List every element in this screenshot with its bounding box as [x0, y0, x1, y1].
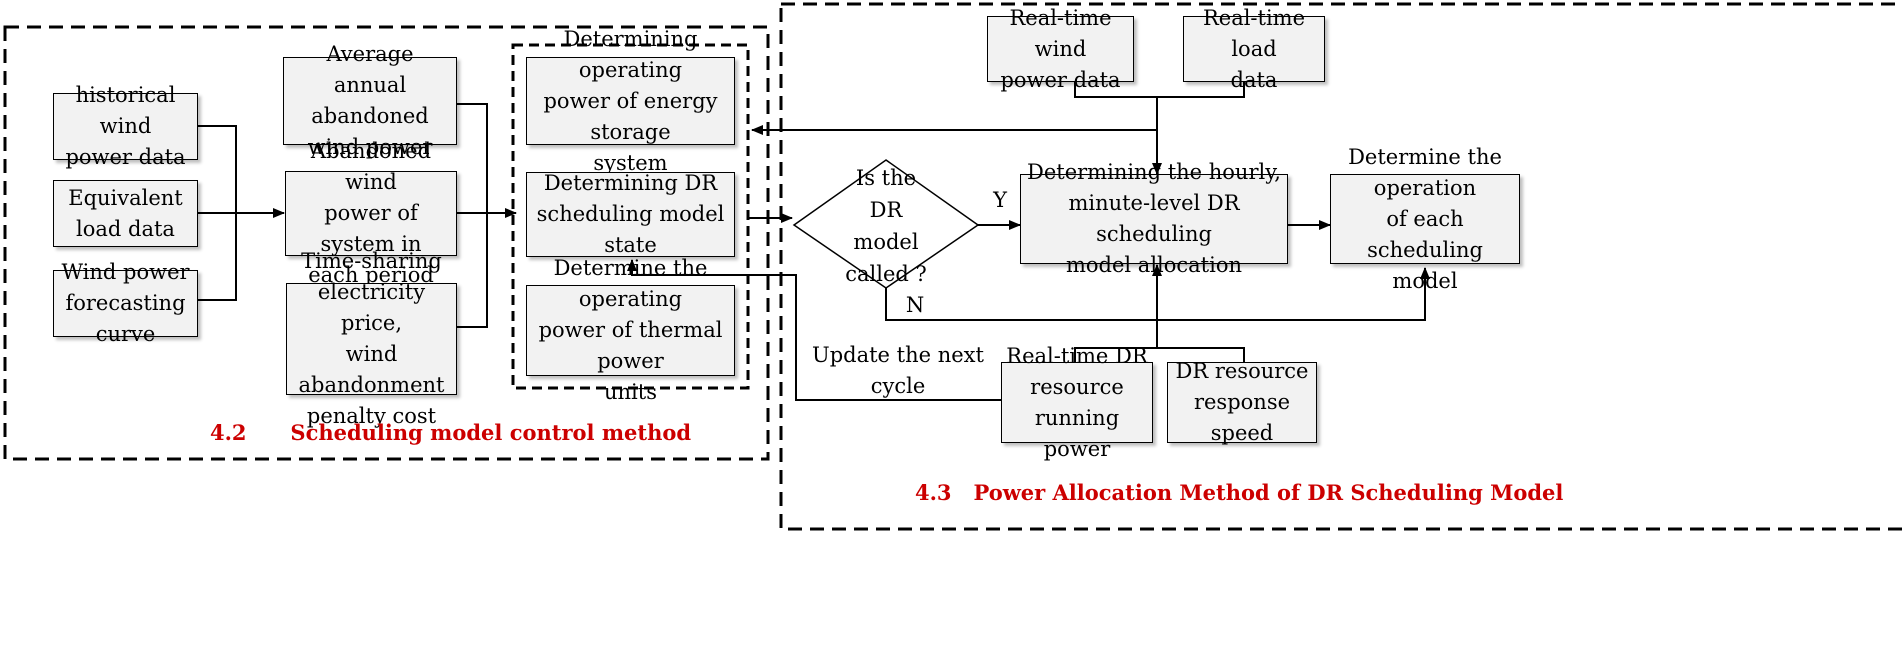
box-dr-response-speed-text: DR resource response speed — [1175, 359, 1309, 445]
feedback-label: Update the next cycle — [812, 343, 984, 398]
box-time-sharing-text: Time-sharing electricity price, wind aba… — [298, 249, 445, 428]
box-abandoned-system-text: Abandoned wind power of system in each p… — [308, 139, 434, 287]
group-frame-left — [3, 25, 770, 461]
connector-inputs-merge — [198, 125, 237, 301]
decision-question: Is the DR model called ? — [845, 166, 927, 286]
caption-scheduling-control: 4.2 Scheduling model control method — [210, 420, 692, 445]
box-average-annual-text: Average annual abandoned wind power — [307, 42, 433, 159]
box-energy-storage: Determining operating power of energy st… — [526, 27, 735, 175]
box-determine-operation: Determine the operation of each scheduli… — [1330, 145, 1520, 293]
box-hourly-allocation-text: Determining the hourly, minute-level DR … — [1027, 160, 1281, 277]
box-realtime-load-text: Real-time load data — [1202, 5, 1306, 92]
connector-realtime-merge — [1074, 82, 1245, 174]
box-realtime-wind-text: Real-time wind power data — [1000, 5, 1121, 92]
box-equivalent-load-text: Equivalent load data — [68, 185, 183, 241]
box-realtime-wind: Real-time wind power data — [987, 6, 1134, 92]
box-historical-wind: historical wind power data — [53, 83, 198, 169]
decision-yes-label: Y — [993, 188, 1007, 212]
box-dr-state-text: Determining DR scheduling model state — [536, 171, 725, 257]
box-dr-state: Determining DR scheduling model state — [526, 171, 735, 257]
box-dr-response-speed: DR resource response speed — [1167, 359, 1317, 445]
box-average-annual: Average annual abandoned wind power — [283, 42, 457, 159]
arrow-feedback — [627, 259, 1001, 401]
box-dr-running-power: Real-time DR resource running power — [1001, 344, 1153, 461]
connector-dr-resource-merge — [1074, 265, 1245, 362]
box-energy-storage-text: Determining operating power of energy st… — [543, 26, 718, 175]
box-equivalent-load: Equivalent load data — [53, 180, 198, 247]
box-determine-operation-text: Determine the operation of each scheduli… — [1348, 144, 1502, 293]
box-thermal-units: Determine the operating power of thermal… — [526, 256, 735, 404]
box-hourly-allocation: Determining the hourly, minute-level DR … — [1020, 160, 1288, 277]
box-realtime-load: Real-time load data — [1183, 6, 1325, 92]
decision-no-label: N — [905, 293, 925, 317]
decision-diamond — [792, 159, 980, 289]
box-wind-forecast-text: Wind power forecasting curve — [61, 260, 190, 346]
box-dr-running-power-text: Real-time DR resource running power — [1006, 343, 1148, 461]
arrow-no — [885, 267, 1430, 321]
caption-power-allocation: 4.3 Power Allocation Method of DR Schedu… — [915, 480, 1564, 505]
connector-price-merge — [457, 103, 488, 328]
box-wind-forecast: Wind power forecasting curve — [53, 260, 198, 346]
box-abandoned-system: Abandoned wind power of system in each p… — [285, 139, 457, 287]
box-time-sharing: Time-sharing electricity price, wind aba… — [286, 249, 457, 428]
box-historical-wind-text: historical wind power data — [65, 83, 186, 169]
box-thermal-units-text: Determine the operating power of thermal… — [538, 256, 723, 404]
group-frame-right — [779, 2, 1902, 531]
